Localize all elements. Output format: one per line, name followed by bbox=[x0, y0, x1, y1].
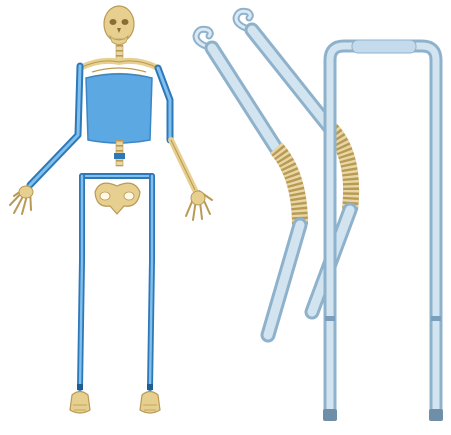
spine-connector bbox=[114, 153, 125, 159]
stand-foot-right bbox=[429, 409, 443, 421]
left-foot bbox=[70, 392, 90, 414]
top-sleeve bbox=[352, 40, 416, 53]
right-leg bbox=[147, 176, 153, 390]
left-leg bbox=[77, 176, 83, 390]
right-arm bbox=[158, 68, 195, 190]
skull bbox=[104, 6, 134, 45]
right-hand bbox=[186, 191, 212, 220]
right-foot bbox=[140, 392, 160, 414]
left-hand bbox=[10, 186, 33, 214]
left-arm bbox=[30, 66, 80, 185]
torso-plate bbox=[86, 74, 152, 143]
pelvis bbox=[95, 183, 140, 214]
skeleton-figure bbox=[10, 6, 212, 413]
stand-foot-left bbox=[323, 409, 337, 421]
